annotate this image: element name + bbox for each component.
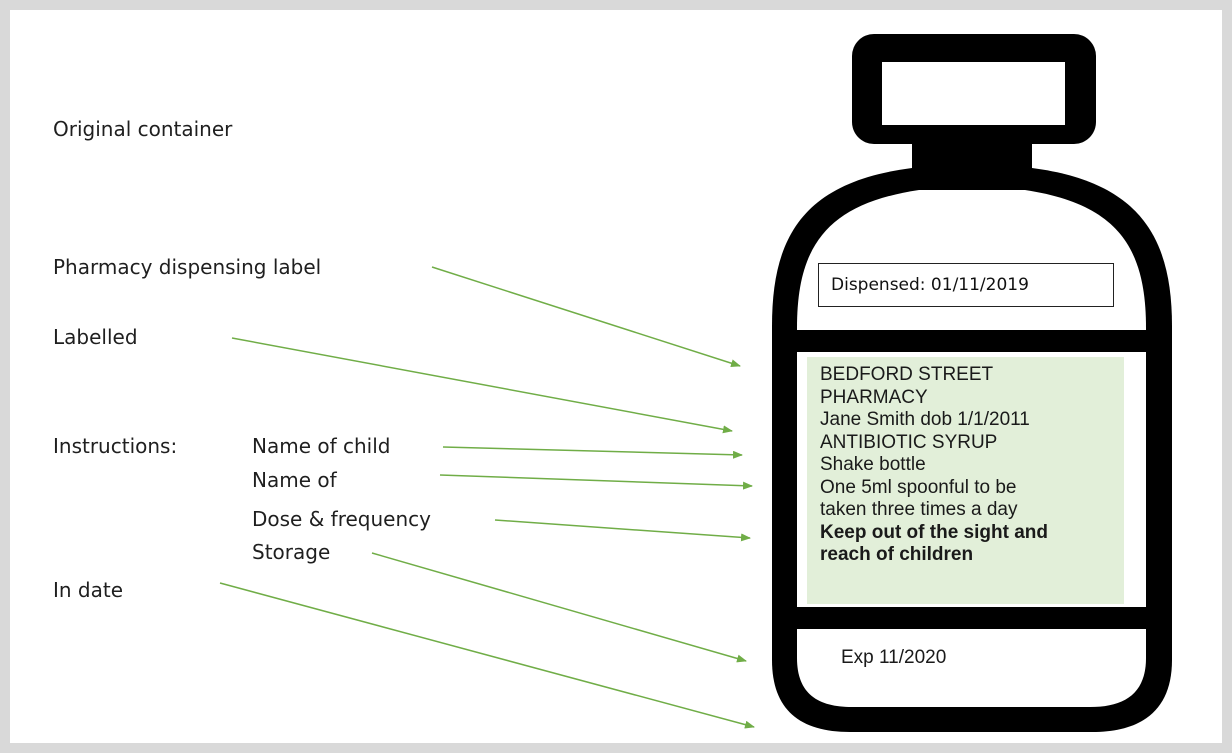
label-original-container: Original container bbox=[53, 117, 233, 141]
label-storage: Storage bbox=[252, 540, 331, 564]
pointer-arrows bbox=[219, 266, 755, 729]
bottle-band-top bbox=[780, 330, 1164, 352]
label-line-pharmacy-name: BEDFORD STREET bbox=[820, 364, 994, 385]
label-in-date: In date bbox=[53, 578, 124, 602]
label-line-dose: One 5ml spoonful to be bbox=[820, 476, 1017, 498]
label-name-of-child: Name of child bbox=[252, 434, 391, 458]
arrow-name-of-child bbox=[442, 446, 743, 459]
bottle-neck bbox=[912, 144, 1032, 170]
arrow-dose-frequency bbox=[494, 519, 751, 542]
label-instructions: Instructions: bbox=[53, 434, 178, 458]
pharmacy-dispensing-label: BEDFORD STREET PHARMACY Jane Smith dob 1… bbox=[807, 357, 1124, 604]
label-pharmacy-dispensing-label: Pharmacy dispensing label bbox=[53, 255, 322, 279]
label-line-patient: Jane Smith dob 1/1/2011 bbox=[820, 409, 1030, 430]
label-line-medicine: ANTIBIOTIC SYRUP bbox=[820, 431, 998, 453]
arrow-pharmacy-dispensing-label bbox=[431, 266, 741, 368]
expiry-date: Exp 11/2020 bbox=[841, 647, 947, 668]
bottle-band-bottom bbox=[780, 607, 1164, 629]
arrow-name-of bbox=[439, 474, 753, 490]
dispensed-date-box: Dispensed: 01/11/2019 bbox=[818, 263, 1114, 307]
label-name-of: Name of bbox=[252, 468, 337, 492]
label-labelled: Labelled bbox=[53, 325, 138, 349]
diagram-canvas: Original container Pharmacy dispensing l… bbox=[10, 10, 1222, 743]
label-line-shake: Shake bottle bbox=[820, 454, 926, 475]
label-line-pharmacy-name-2: PHARMACY bbox=[820, 386, 928, 408]
label-line-storage-warning: Keep out of the sight and bbox=[820, 521, 1048, 543]
label-line-frequency: taken three times a day bbox=[820, 499, 1018, 520]
bottle-cap-window bbox=[882, 62, 1065, 125]
label-dose-frequency: Dose & frequency bbox=[252, 507, 431, 531]
arrow-in-date bbox=[219, 582, 755, 729]
arrow-storage bbox=[371, 552, 747, 663]
arrow-labelled bbox=[231, 337, 733, 434]
label-line-storage-warning-2: reach of children bbox=[820, 544, 974, 565]
